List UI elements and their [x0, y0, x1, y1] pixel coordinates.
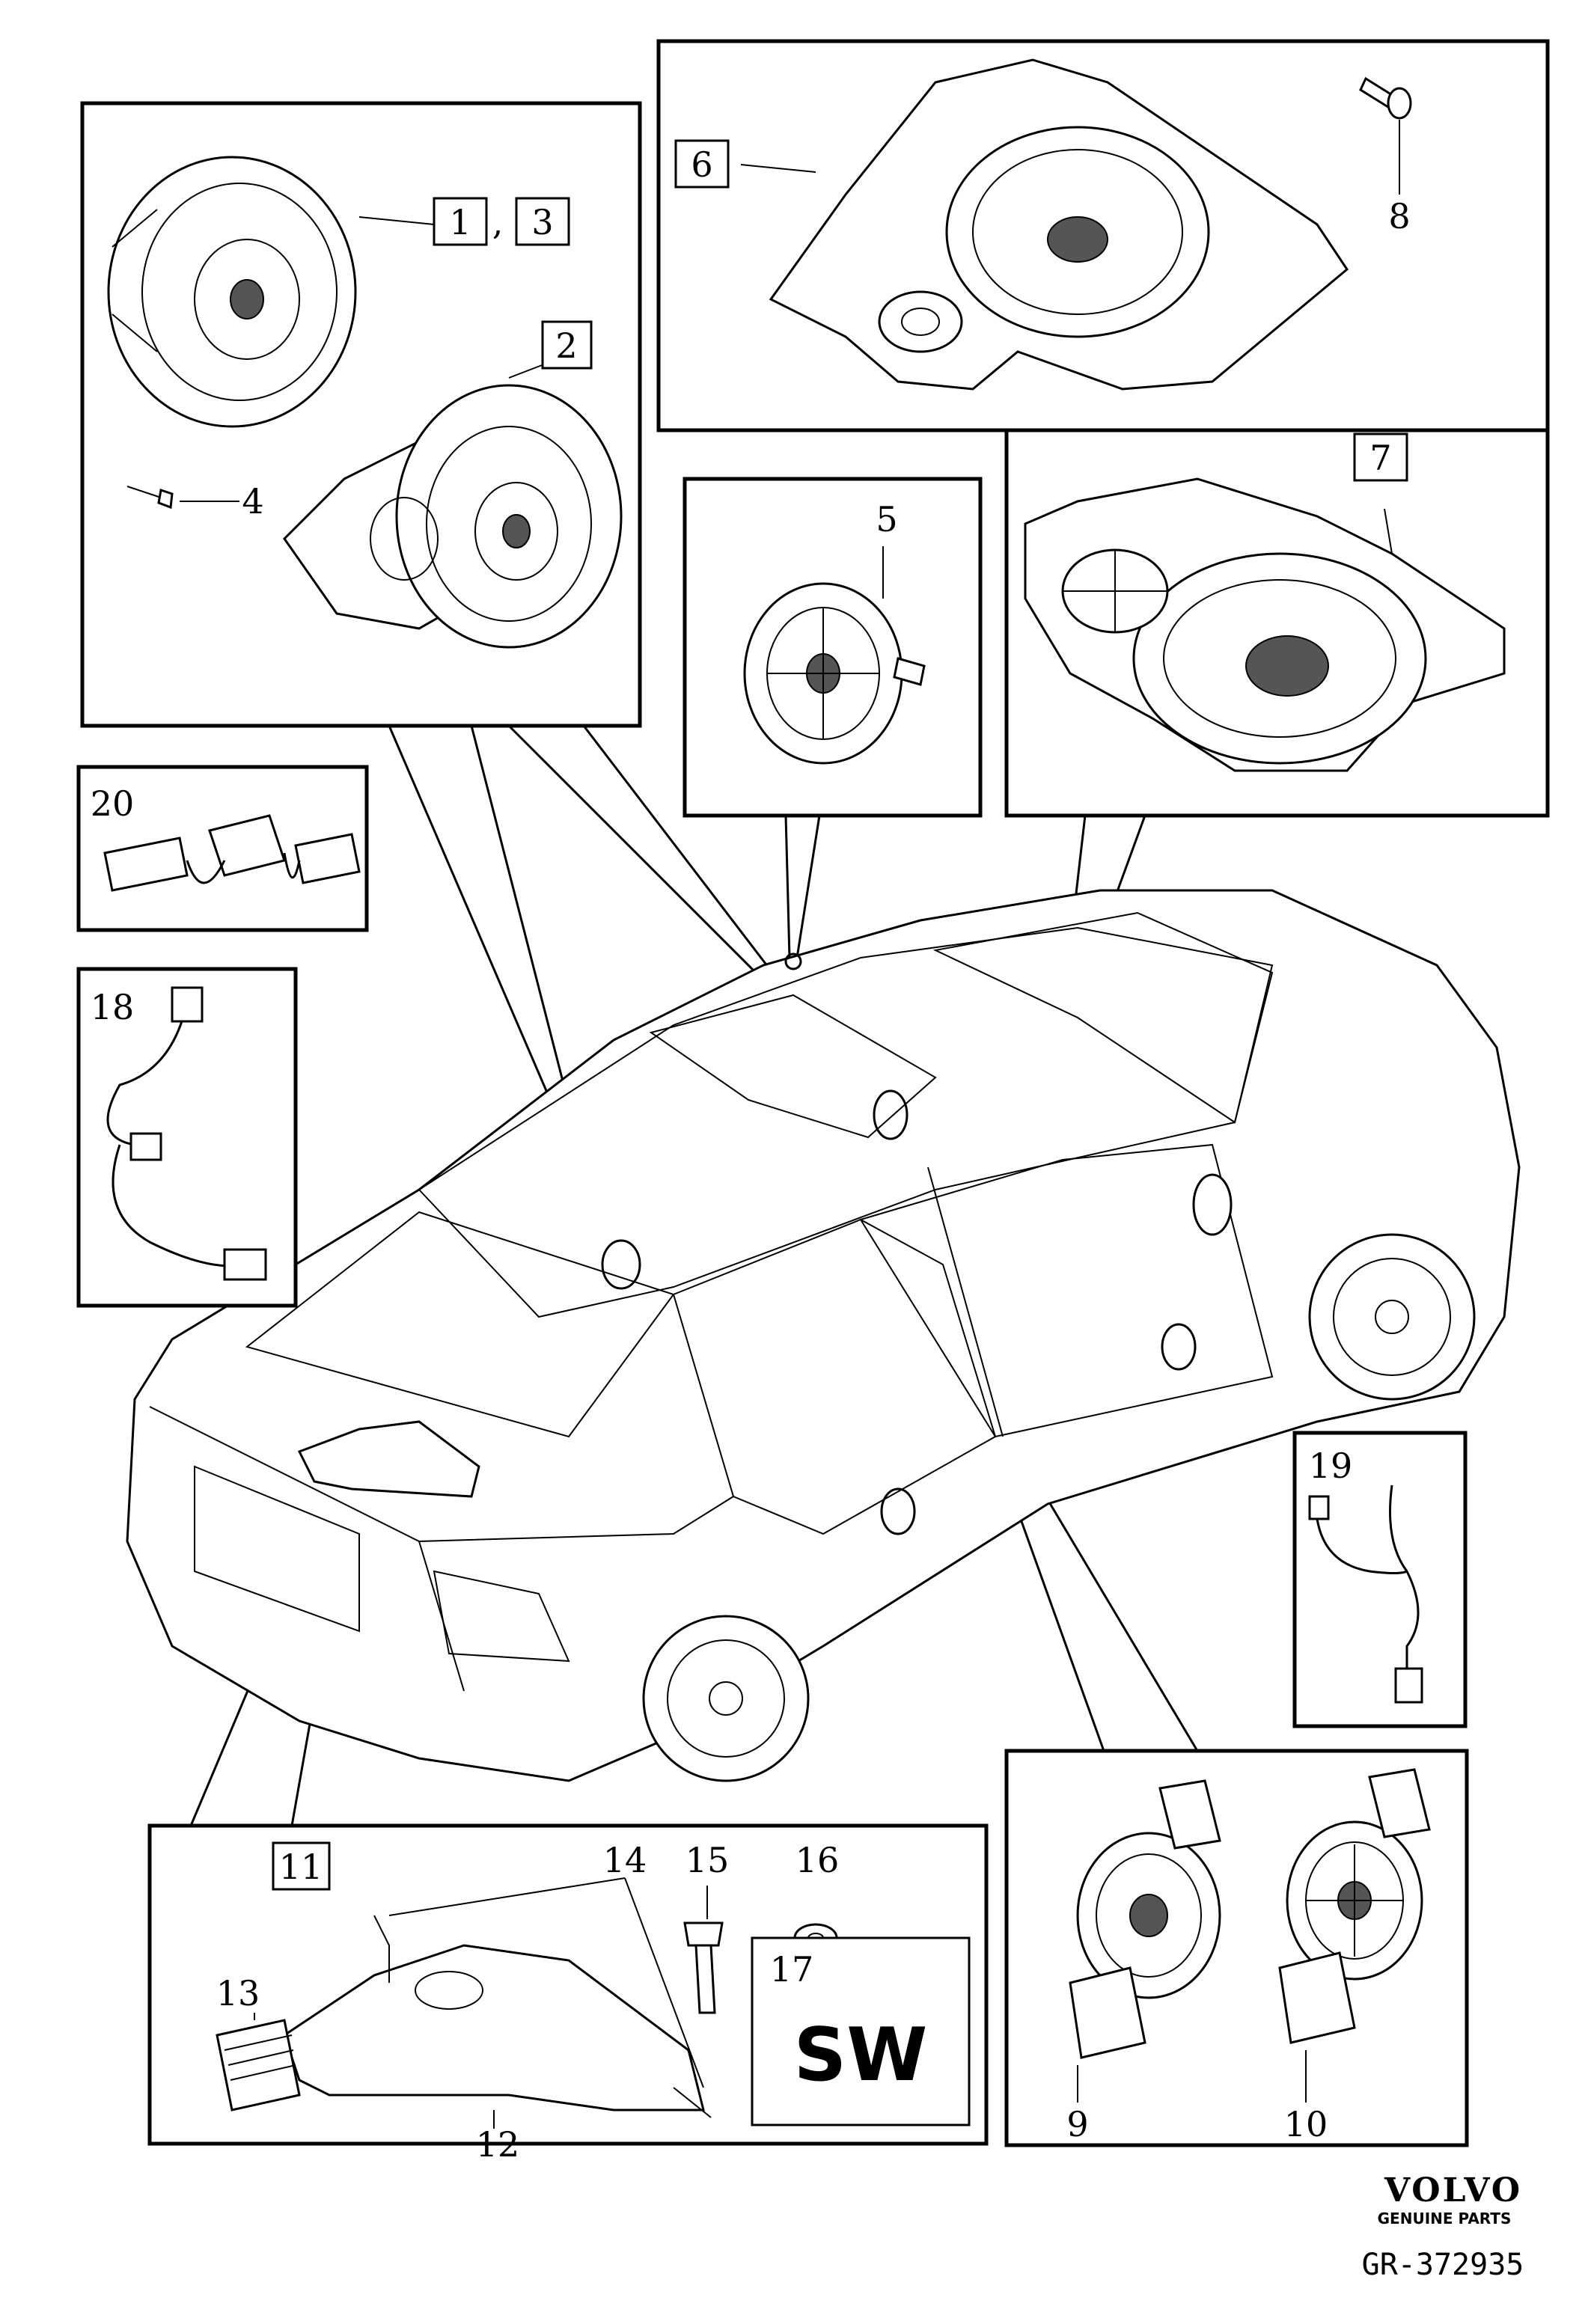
leader-7: [1384, 508, 1393, 554]
brand-tagline: GENUINE PARTS: [1378, 2210, 1512, 2227]
tag-7: [1353, 432, 1408, 482]
harness-18-icon: [106, 986, 267, 1281]
part-6-label: 6: [691, 144, 712, 185]
cable-19-icon: [1308, 1484, 1423, 1704]
connector-13-icon: [216, 2019, 301, 2112]
box-harness-18: 18: [76, 967, 298, 1308]
part-3-label: 3: [531, 202, 553, 242]
connector-20-icon: [103, 814, 361, 892]
software-label: SW: [794, 2013, 928, 2098]
speaker-2-icon: [283, 384, 623, 649]
part-10-label: 10: [1284, 2104, 1328, 2144]
speaker-5-icon: [743, 582, 926, 765]
speaker-10-icon: [1278, 1768, 1431, 2044]
part-18-label: 18: [91, 987, 135, 1027]
part-12-label: 12: [476, 2124, 520, 2165]
subwoofer-6-icon: [769, 58, 1349, 391]
box-door-speakers: 9 10: [1004, 1749, 1469, 2147]
part-15-label: 15: [685, 1840, 730, 1880]
brand-block: VOLVO GENUINE PARTS GR-372935: [1362, 2171, 1524, 2282]
part-5-label: 5: [876, 499, 897, 539]
brand-name: VOLVO: [1384, 2171, 1522, 2210]
amplifier-12-icon: [283, 1915, 712, 2118]
part-8-label: 8: [1388, 196, 1410, 236]
leader-14: [388, 1877, 704, 2088]
speaker-1-icon: [107, 156, 357, 428]
tag-11: [272, 1841, 331, 1891]
tag-2: [541, 320, 593, 370]
clip-4-icon: [126, 486, 174, 510]
box-amplifier: 11 12 13 14 15 16 17 SW: [147, 1823, 989, 2165]
tag-3: [515, 197, 570, 246]
software-box: [751, 1936, 971, 2126]
leader-6: [740, 164, 816, 173]
part-17-label: 17: [770, 1949, 814, 1990]
box-cable-19: 19: [1292, 1431, 1468, 1728]
speaker-7-icon: [1024, 477, 1506, 772]
box-dash-speaker: 7: [1004, 428, 1550, 818]
tag-6: [674, 139, 730, 189]
part-4-label: 4: [242, 481, 263, 522]
part-11-label: 11: [279, 1847, 323, 1887]
part-13-label: 13: [216, 1973, 260, 2013]
screw-8-icon: [1359, 76, 1412, 120]
tag-1: [433, 197, 488, 246]
part-20-label: 20: [91, 783, 135, 824]
speaker-9-icon: [1069, 1779, 1221, 2059]
box-front-speakers: 1 , 3 2 4: [80, 101, 642, 728]
box-connector-20: 20: [76, 765, 369, 932]
box-subwoofer: 6 8: [656, 39, 1550, 432]
part-1-3-separator: ,: [492, 202, 504, 242]
car-illustration: [126, 889, 1521, 1782]
part-14-label: 14: [603, 1840, 647, 1880]
part-1-label: 1: [449, 202, 471, 242]
reference-number: GR-372935: [1362, 2248, 1524, 2282]
leader-1: [358, 216, 435, 225]
part-7-label: 7: [1369, 438, 1391, 478]
part-9-label: 9: [1066, 2104, 1088, 2144]
part-16-label: 16: [796, 1840, 840, 1880]
box-center-speaker: 5: [682, 477, 983, 818]
part-2-label: 2: [555, 325, 577, 366]
part-19-label: 19: [1309, 1446, 1353, 1486]
bolt-15-icon: [683, 1921, 724, 2014]
